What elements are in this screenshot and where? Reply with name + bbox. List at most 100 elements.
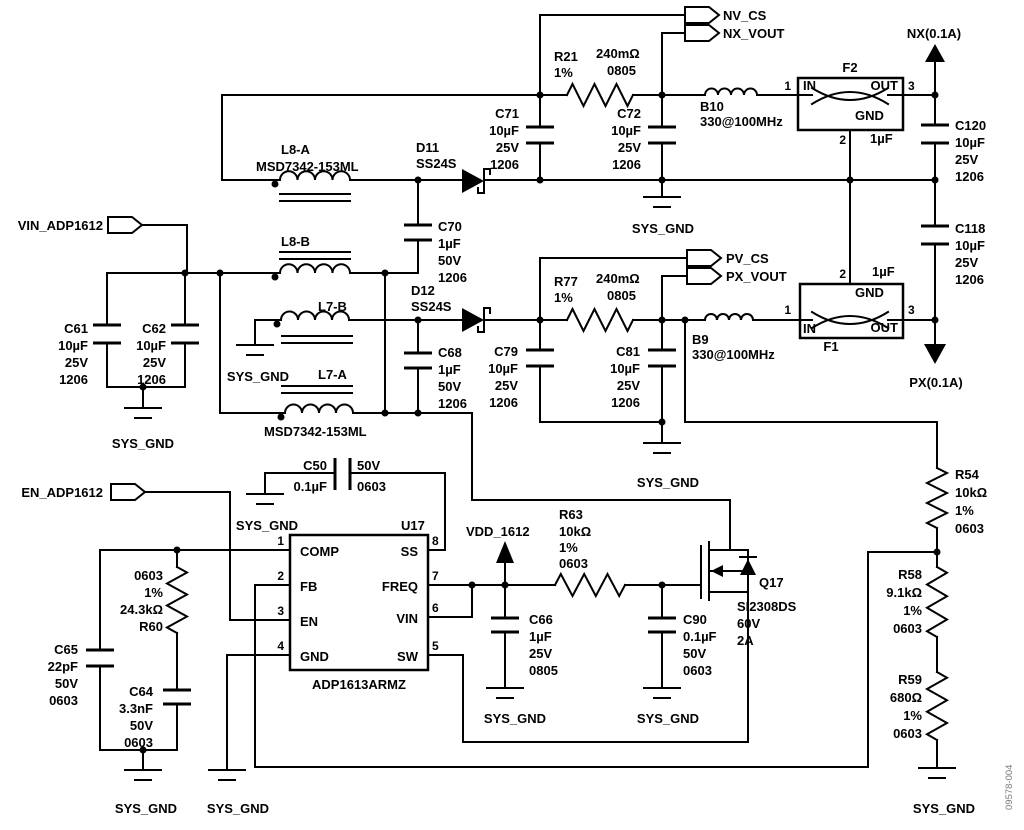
nx-output-label: NX(0.1A) — [907, 26, 961, 41]
u17-body — [288, 533, 430, 672]
f2-body — [796, 76, 905, 132]
c61-value: 10µF — [58, 338, 88, 353]
c65-size: 0603 — [49, 693, 78, 708]
r77-ref: R77 — [554, 274, 578, 289]
d12-ref: D12 — [411, 283, 435, 298]
c72-voltage: 25V — [618, 140, 641, 155]
r59-zigzag-icon — [924, 670, 950, 742]
c72-value: 10µF — [611, 123, 641, 138]
capacitor-c62: C62 10µF 25V 1206 — [136, 321, 199, 387]
r59-ref: R59 — [898, 672, 922, 687]
bead-b9: B9 330@100MHz — [692, 313, 775, 362]
f1-arc-icon — [810, 310, 890, 325]
r59-tol: 1% — [903, 708, 922, 723]
f1-gnd-label: GND — [855, 285, 884, 300]
nv-cs-label: NV_CS — [723, 8, 767, 23]
r54-zigzag-icon — [924, 466, 950, 530]
c90-ref: C90 — [683, 612, 707, 627]
r58-value: 9.1kΩ — [886, 585, 922, 600]
c120-voltage: 25V — [955, 152, 978, 167]
r58-zigzag-icon — [925, 565, 949, 639]
c64-voltage: 50V — [130, 718, 153, 733]
capacitor-c90: C90 0.1µF 50V 0603 — [648, 612, 717, 678]
ground-l7b: SYS_GND — [227, 344, 289, 384]
c64-value: 3.3nF — [119, 701, 153, 716]
c61-voltage: 25V — [65, 355, 88, 370]
inductor-l8a: L8-A MSD7342-153ML — [256, 142, 359, 202]
flag-en-adp1612: EN_ADP1612 — [21, 483, 147, 501]
c50-ref: C50 — [303, 458, 327, 473]
r21-tol: 1% — [554, 65, 573, 80]
r63-tol: 1% — [559, 540, 578, 555]
capacitor-c71: C71 10µF 25V 1206 — [489, 106, 554, 172]
capacitor-c70: C70 1µF 50V 1206 — [404, 219, 467, 285]
f1-out-label: OUT — [871, 320, 899, 335]
u17-pin-ss: SS — [401, 544, 419, 559]
l8a-coil-icon — [278, 170, 352, 182]
c81-size: 1206 — [611, 395, 640, 410]
c66-size: 0805 — [529, 663, 558, 678]
capacitor-c79: C79 10µF 25V 1206 — [488, 344, 554, 410]
f2-pin2-number: 2 — [839, 133, 846, 147]
u17-pin-fb: FB — [300, 579, 317, 594]
power-vdd-1612: VDD_1612 — [466, 524, 530, 563]
f2-pin3-number: 3 — [908, 79, 915, 93]
l8b-phase-dot — [271, 273, 279, 281]
c71-voltage: 25V — [496, 140, 519, 155]
c70-value: 1µF — [438, 236, 461, 251]
c70-ref: C70 — [438, 219, 462, 234]
l8b-coil-icon — [278, 263, 352, 275]
l8a-label: L8-A — [281, 142, 311, 157]
r21-size: 0805 — [607, 63, 636, 78]
r60-zigzag-icon — [164, 565, 190, 635]
vin-flag-icon — [107, 216, 144, 234]
b9-coil-icon — [703, 313, 755, 322]
capacitor-c64: C64 3.3nF 50V 0603 — [119, 684, 191, 750]
r60-size: 0603 — [134, 568, 163, 583]
d11-diode-icon — [462, 169, 484, 193]
l8-part-label: MSD7342-153ML — [256, 159, 359, 174]
f2-arc-icon — [810, 86, 890, 101]
b9-value: 330@100MHz — [692, 347, 775, 362]
ground-c50: SYS_GND — [236, 493, 298, 533]
u17-pin8-number: 8 — [432, 534, 439, 548]
c120-ref: C120 — [955, 118, 986, 133]
l7b-phase-dot — [273, 320, 281, 328]
q17-ref: Q17 — [759, 575, 784, 590]
c79-value: 10µF — [488, 361, 518, 376]
u17-pin2-number: 2 — [277, 569, 284, 583]
ground-label: SYS_GND — [207, 801, 269, 816]
c50-voltage: 50V — [357, 458, 380, 473]
resistor-r59: R59 680Ω 1% 0603 — [890, 670, 950, 742]
f2-pin1-number: 1 — [784, 79, 791, 93]
junction-dots — [139, 91, 941, 754]
capacitor-c68: C68 1µF 50V 1206 — [404, 345, 467, 411]
f1-pin1-number: 1 — [784, 303, 791, 317]
nx-vout-flag-icon — [684, 24, 721, 42]
r58-size: 0603 — [893, 621, 922, 636]
c120-size: 1206 — [955, 169, 984, 184]
r54-ref: R54 — [955, 467, 980, 482]
px-arrow-icon — [924, 344, 946, 364]
c68-ref: C68 — [438, 345, 462, 360]
inductor-l7b: L7-B — [273, 299, 353, 344]
u17-pin3-number: 3 — [277, 604, 284, 618]
c72-size: 1206 — [612, 157, 641, 172]
r21-ref: R21 — [554, 49, 578, 64]
nx-arrow-icon — [925, 44, 945, 62]
vin-flag-label: VIN_ADP1612 — [18, 218, 103, 233]
b10-value: 330@100MHz — [700, 114, 783, 129]
capacitor-c118: C118 10µF 25V 1206 — [921, 221, 985, 287]
u17-pin-freq: FREQ — [382, 579, 418, 594]
ground-label: SYS_GND — [913, 801, 975, 816]
c71-size: 1206 — [490, 157, 519, 172]
ic-u17: U17 ADP1613ARMZ COMP FB EN GND SS FREQ V… — [277, 518, 439, 692]
c118-value: 10µF — [955, 238, 985, 253]
output-px: PX(0.1A) — [909, 344, 963, 390]
c62-ref: C62 — [142, 321, 166, 336]
mosfet-q17: Q17 SI2308DS 60V 2A — [700, 541, 797, 743]
nx-vout-label: NX_VOUT — [723, 26, 784, 41]
capacitor-c65: C65 22pF 50V 0603 — [48, 642, 114, 708]
bead-b10: B10 330@100MHz — [700, 87, 783, 129]
